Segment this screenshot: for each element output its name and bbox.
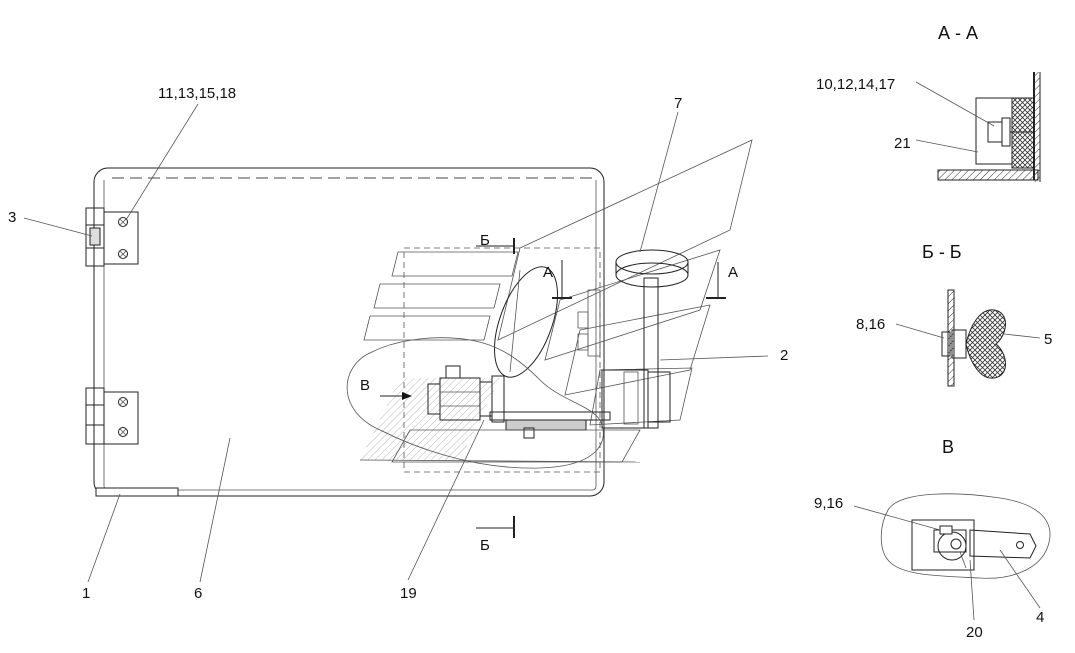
box-body: [93, 167, 605, 497]
section-mark-v: В: [360, 377, 370, 394]
callout-11-13-15-18: 11,13,15,18: [158, 85, 236, 102]
section-mark-b-bottom: Б: [480, 537, 490, 554]
callout-10-12-14-17: 10,12,14,17: [816, 76, 895, 93]
view-v-drawing: [853, 493, 1051, 621]
callout-1: 1: [82, 585, 90, 602]
section-mark-a-right: А: [728, 264, 738, 281]
callout-2: 2: [780, 347, 788, 364]
view-title-v: В: [942, 437, 954, 457]
hinge-top: [85, 207, 139, 267]
callout-4: 4: [1036, 609, 1044, 626]
callout-6: 6: [194, 585, 202, 602]
callout-7: 7: [674, 95, 682, 112]
callout-3: 3: [8, 209, 16, 226]
view-bb-drawing: [895, 289, 1041, 387]
section-mark-a-left: А: [543, 264, 553, 281]
hinge-bottom: [85, 387, 139, 445]
section-marks: [476, 238, 726, 538]
callout-19: 19: [400, 585, 417, 602]
lock-mechanism: [346, 139, 753, 473]
leader-lines: [23, 103, 769, 583]
callout-5: 5: [1044, 331, 1052, 348]
view-title-aa: А - А: [938, 23, 978, 43]
section-mark-b-top: Б: [480, 232, 490, 249]
callout-8-16: 8,16: [856, 316, 885, 333]
view-title-bb: Б - Б: [922, 242, 962, 262]
view-aa-drawing: [915, 72, 1041, 182]
callout-20: 20: [966, 624, 983, 641]
callout-21: 21: [894, 135, 911, 152]
callout-9-16: 9,16: [814, 495, 843, 512]
